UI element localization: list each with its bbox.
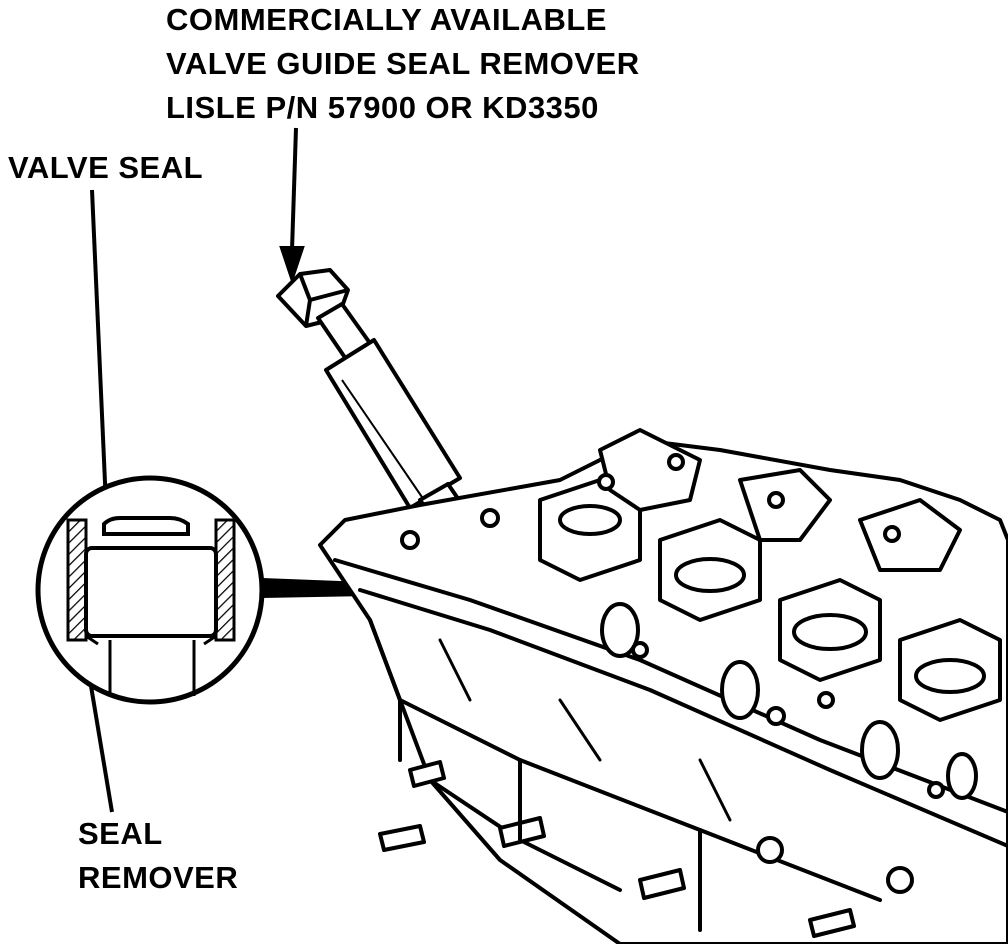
valve-seal-leader-arrow bbox=[90, 189, 119, 536]
cylinder-head bbox=[318, 428, 1008, 944]
seal-remover-line-2: REMOVER bbox=[78, 860, 239, 895]
seal-remover-label: SEAL REMOVER bbox=[78, 818, 238, 906]
tool-callout-label: COMMERCIALLY AVAILABLE VALVE GUIDE SEAL … bbox=[166, 4, 640, 136]
tool-callout-line-2: VALVE GUIDE SEAL REMOVER bbox=[166, 46, 640, 81]
valve-seal-label: VALVE SEAL bbox=[8, 150, 204, 185]
tool-callout-line-3: LISLE P/N 57900 OR KD3350 bbox=[166, 90, 599, 125]
seal-remover-line-1: SEAL bbox=[78, 816, 163, 851]
valve-seal-shape bbox=[102, 516, 190, 536]
tool-leader-arrow bbox=[279, 127, 305, 285]
tool-callout-line-1: COMMERCIALLY AVAILABLE bbox=[166, 2, 607, 37]
